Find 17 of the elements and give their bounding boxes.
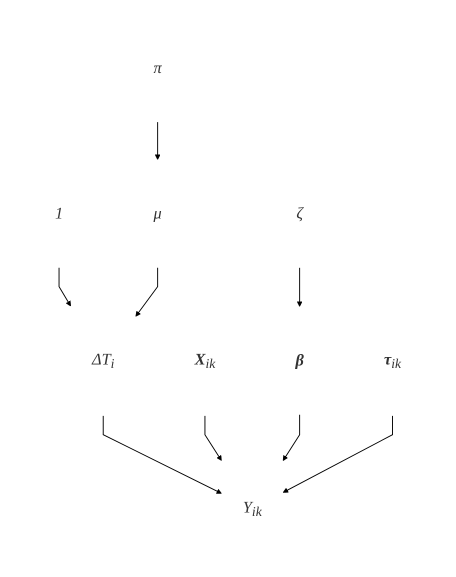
arrow: [282, 414, 300, 460]
arrow: [58, 266, 71, 306]
node-text: ζ: [296, 204, 303, 222]
arrow: [296, 266, 302, 306]
node-text: π: [154, 58, 162, 76]
arrow: [154, 121, 160, 160]
node-text: 1: [54, 204, 64, 222]
arrow: [135, 266, 158, 316]
node-text: ΔT$_{i}$: [92, 349, 114, 371]
node-text: τ$_{ik}$: [384, 349, 402, 371]
arrow: [204, 414, 222, 460]
node-text: β: [295, 350, 304, 369]
node-text: Y$_{ik}$: [242, 498, 262, 519]
arrow: [282, 414, 393, 492]
node-text: μ: [154, 204, 162, 222]
arrow: [102, 414, 222, 494]
node-text: X$_{ik}$: [194, 349, 216, 371]
